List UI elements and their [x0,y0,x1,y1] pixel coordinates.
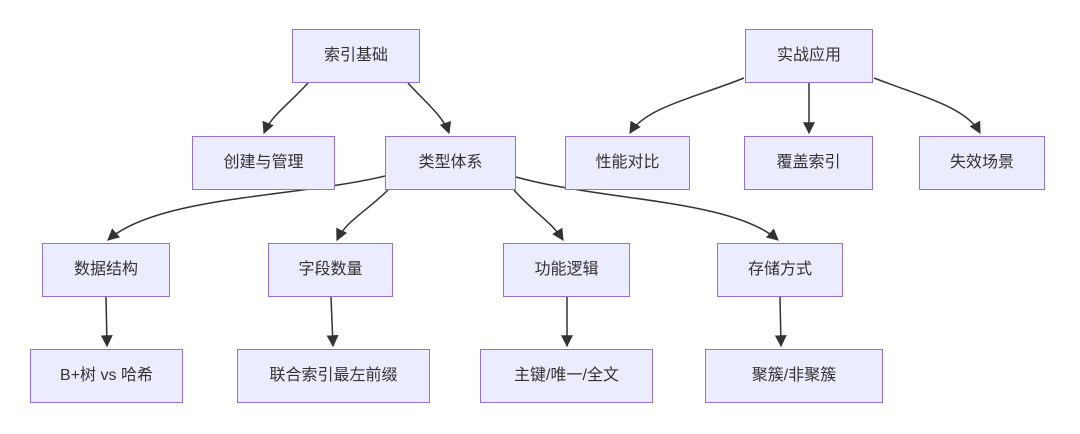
edge-type-system-to-data-structure [107,175,386,241]
edge-practical-application-to-performance-comparison [629,77,745,135]
node-field-count: 字段数量 [268,243,393,297]
node-composite-leftmost-prefix-label: 联合索引最左前缀 [269,367,398,385]
node-performance-comparison: 性能对比 [565,136,690,190]
node-failure-scenarios: 失效场景 [919,136,1045,190]
edge-type-system-to-storage-method [515,176,779,241]
node-failure-scenarios-label: 失效场景 [949,154,1014,172]
edge-index-basics-to-type-system [407,82,452,135]
node-performance-comparison-label: 性能对比 [595,154,660,172]
edge-practical-application-to-failure-scenarios [873,77,981,135]
node-functional-logic: 功能逻辑 [503,243,630,297]
node-create-and-manage: 创建与管理 [192,136,335,190]
edge-storage-method-to-clustered-nonclustered [774,296,787,348]
edge-index-basics-to-create-and-manage [262,82,309,135]
node-storage-method: 存储方式 [717,243,843,297]
node-composite-leftmost-prefix: 联合索引最左前缀 [237,349,430,403]
edge-data-structure-to-btree-vs-hash [100,296,113,348]
node-practical-application-label: 实战应用 [776,47,841,65]
node-storage-method-label: 存储方式 [747,261,812,279]
node-primary-unique-fulltext-label: 主键/唯一/全文 [514,367,619,385]
node-create-and-manage-label: 创建与管理 [223,154,304,172]
node-type-system-label: 类型体系 [418,154,483,172]
edge-type-system-to-field-count [336,189,389,242]
node-clustered-nonclustered-label: 聚簇/非聚簇 [751,367,837,385]
node-index-basics-label: 索引基础 [323,47,388,65]
node-index-basics: 索引基础 [292,29,420,83]
node-covering-index-label: 覆盖索引 [776,154,841,172]
node-covering-index: 覆盖索引 [744,136,873,190]
node-primary-unique-fulltext: 主键/唯一/全文 [480,349,653,403]
node-data-structure: 数据结构 [42,243,170,297]
node-btree-vs-hash-label: B+树 vs 哈希 [60,367,153,385]
node-functional-logic-label: 功能逻辑 [534,261,599,279]
node-btree-vs-hash: B+树 vs 哈希 [30,349,183,403]
edge-type-system-to-functional-logic [513,189,564,242]
node-practical-application: 实战应用 [745,29,873,83]
node-data-structure-label: 数据结构 [73,261,138,279]
node-clustered-nonclustered: 聚簇/非聚簇 [705,349,883,403]
node-field-count-label: 字段数量 [298,261,363,279]
edge-field-count-to-composite-leftmost-prefix [326,296,339,348]
node-type-system: 类型体系 [385,136,516,190]
